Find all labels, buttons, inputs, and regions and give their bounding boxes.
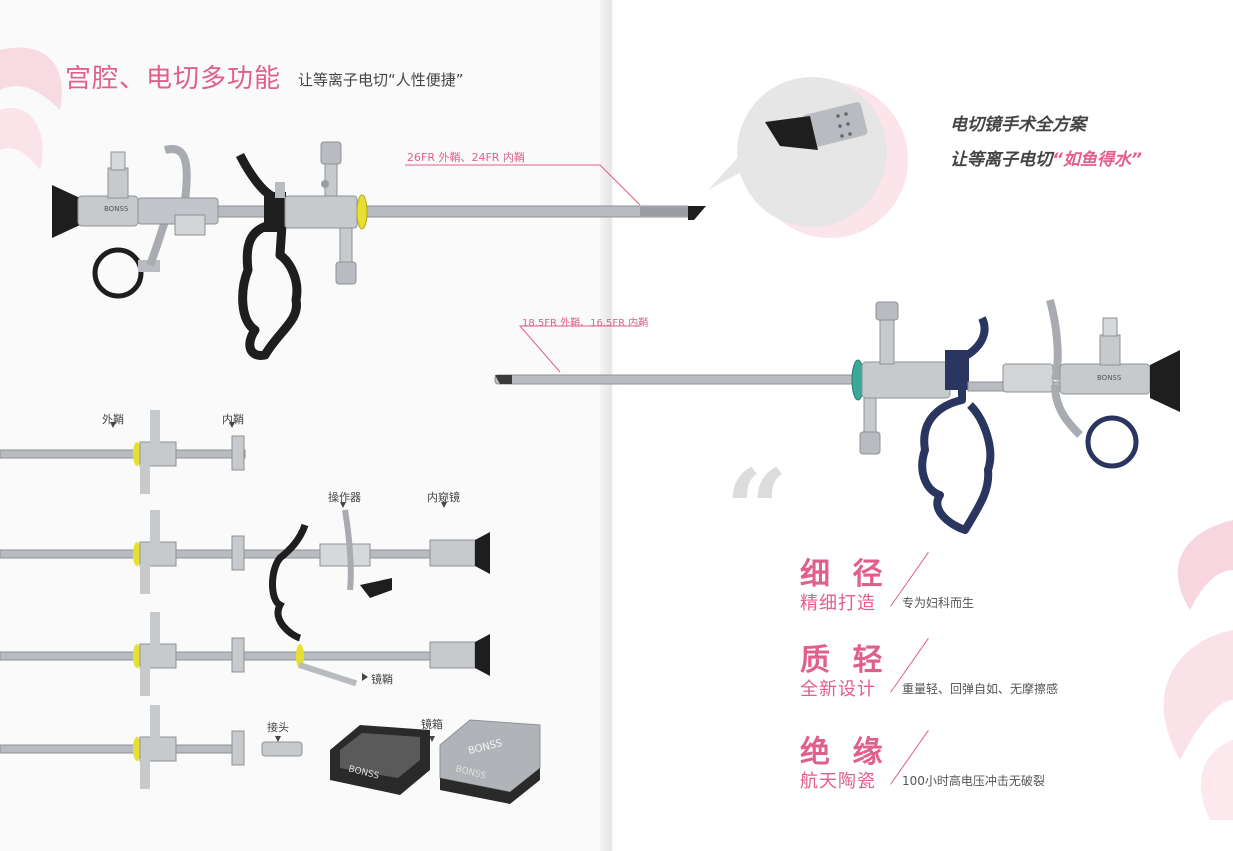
feature-3-desc: 100小时高电压冲击无破裂 [902, 774, 1045, 788]
spec-leader-lines [405, 164, 641, 373]
label-connector: 接头 [267, 721, 289, 734]
label-inner-sheath: 内鞘 [222, 413, 244, 426]
small-scope-spec: 18.5FR 外鞘、16.5FR 内鞘 [522, 318, 649, 329]
caption-line-1: 电切镜手术全方案 [950, 115, 1086, 135]
large-scope-spec: 26FR 外鞘、24FR 内鞘 [407, 151, 525, 164]
page-subtitle: 让等离子电切“人性便捷” [298, 71, 464, 89]
small-resectoscope-image [494, 298, 1180, 534]
feature-2-subtitle: 全新设计 [800, 679, 876, 700]
zoom-tip-bubble [708, 77, 908, 238]
feature-1-desc: 专为妇科而生 [902, 596, 975, 610]
label-outer-sheath: 外鞘 [102, 413, 124, 426]
large-resectoscope-image [52, 141, 706, 360]
page-title: 宫腔、电切多功能 [65, 64, 282, 94]
large-scope-brand: BONSS [104, 205, 129, 213]
label-scope-sheath: 镜鞘 [371, 673, 393, 686]
page-spine [600, 0, 624, 851]
caption-line-2-prefix: 让等离子电切 [950, 150, 1052, 170]
left-page [0, 0, 612, 851]
feature-3-title: 绝 缘 [800, 735, 889, 770]
caption-highlight: “如鱼得水” [1052, 150, 1142, 170]
component-breakdown-image [0, 410, 541, 804]
quote-mark-icon: “ [725, 445, 789, 574]
feature-1-subtitle: 精细打造 [800, 593, 876, 614]
label-endoscope: 内窥镜 [427, 491, 460, 504]
caption-line-2: 让等离子电切“如鱼得水” [950, 145, 1142, 170]
petal-decoration-bottom-right [1163, 520, 1233, 820]
feature-2-desc: 重量轻、回弹自如、无摩擦感 [902, 682, 1059, 696]
feature-3-subtitle: 航天陶瓷 [800, 771, 876, 792]
small-scope-brand: BONSS [1097, 374, 1122, 382]
feature-2-title: 质 轻 [800, 643, 889, 678]
label-scope-box: 镜箱 [421, 718, 443, 731]
petal-decoration-top-left [0, 47, 62, 170]
feature-1-title: 细 径 [800, 557, 889, 592]
label-operator: 操作器 [328, 491, 361, 504]
